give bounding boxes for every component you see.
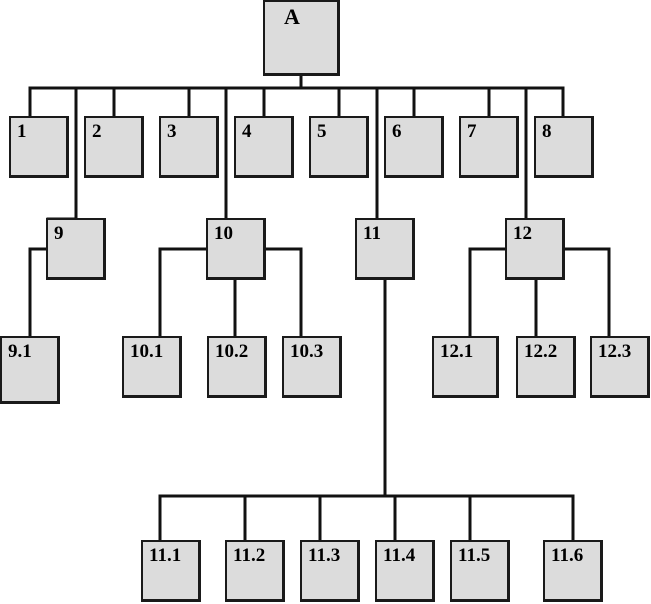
node-12: 12 (505, 218, 565, 280)
node-12.3: 12.3 (590, 336, 650, 398)
node-label: 11.1 (149, 545, 182, 566)
node-label: 3 (167, 121, 177, 142)
node-label: A (284, 4, 300, 29)
node-label: 11.4 (383, 545, 416, 566)
node-label: 11 (363, 223, 381, 244)
node-label: 11.5 (458, 545, 491, 566)
node-11.4: 11.4 (375, 540, 435, 602)
connector-12-right (561, 247, 611, 340)
node-label: 12.2 (524, 341, 558, 362)
node-7: 7 (459, 116, 519, 178)
node-label: 10.1 (130, 341, 164, 362)
node-10: 10 (206, 218, 266, 280)
node-label: 12.1 (440, 341, 474, 362)
node-10.2: 10.2 (207, 336, 267, 398)
node-3: 3 (159, 116, 219, 178)
node-label: 12.3 (598, 341, 632, 362)
node-label: 4 (242, 121, 252, 142)
node-2: 2 (84, 116, 144, 178)
node-label: 5 (317, 121, 327, 142)
node-4: 4 (234, 116, 294, 178)
node-label: 9.1 (8, 341, 32, 362)
node-11.6: 11.6 (543, 540, 603, 602)
node-1: 1 (9, 116, 69, 178)
node-11.2: 11.2 (225, 540, 285, 602)
node-5: 5 (309, 116, 369, 178)
node-6: 6 (384, 116, 444, 178)
node-12.1: 12.1 (432, 336, 499, 398)
node-label: 9 (54, 223, 64, 244)
node-label: 11.3 (308, 545, 341, 566)
node-label: 10 (214, 223, 233, 244)
node-label: 6 (392, 121, 402, 142)
node-A: A (263, 0, 340, 76)
node-label: 8 (542, 121, 552, 142)
node-11.3: 11.3 (300, 540, 360, 602)
connector-10-left (158, 247, 210, 340)
node-label: 11.2 (233, 545, 266, 566)
node-9.1: 9.1 (0, 336, 60, 404)
node-10.1: 10.1 (122, 336, 182, 398)
node-11.5: 11.5 (450, 540, 510, 602)
node-10.3: 10.3 (282, 336, 342, 398)
node-label: 10.2 (215, 341, 249, 362)
connector-9-to-9.1 (28, 247, 50, 340)
node-11: 11 (355, 218, 415, 280)
connector-10-right (263, 247, 303, 340)
node-label: 1 (17, 121, 27, 142)
node-label: 11.6 (551, 545, 584, 566)
node-8: 8 (534, 116, 594, 178)
node-label: 10.3 (290, 341, 324, 362)
node-12.2: 12.2 (516, 336, 576, 398)
node-label: 12 (513, 223, 532, 244)
node-11.1: 11.1 (141, 540, 201, 602)
connector-12-left (468, 247, 508, 340)
node-label: 7 (467, 121, 477, 142)
node-9: 9 (46, 218, 106, 280)
node-label: 2 (92, 121, 102, 142)
